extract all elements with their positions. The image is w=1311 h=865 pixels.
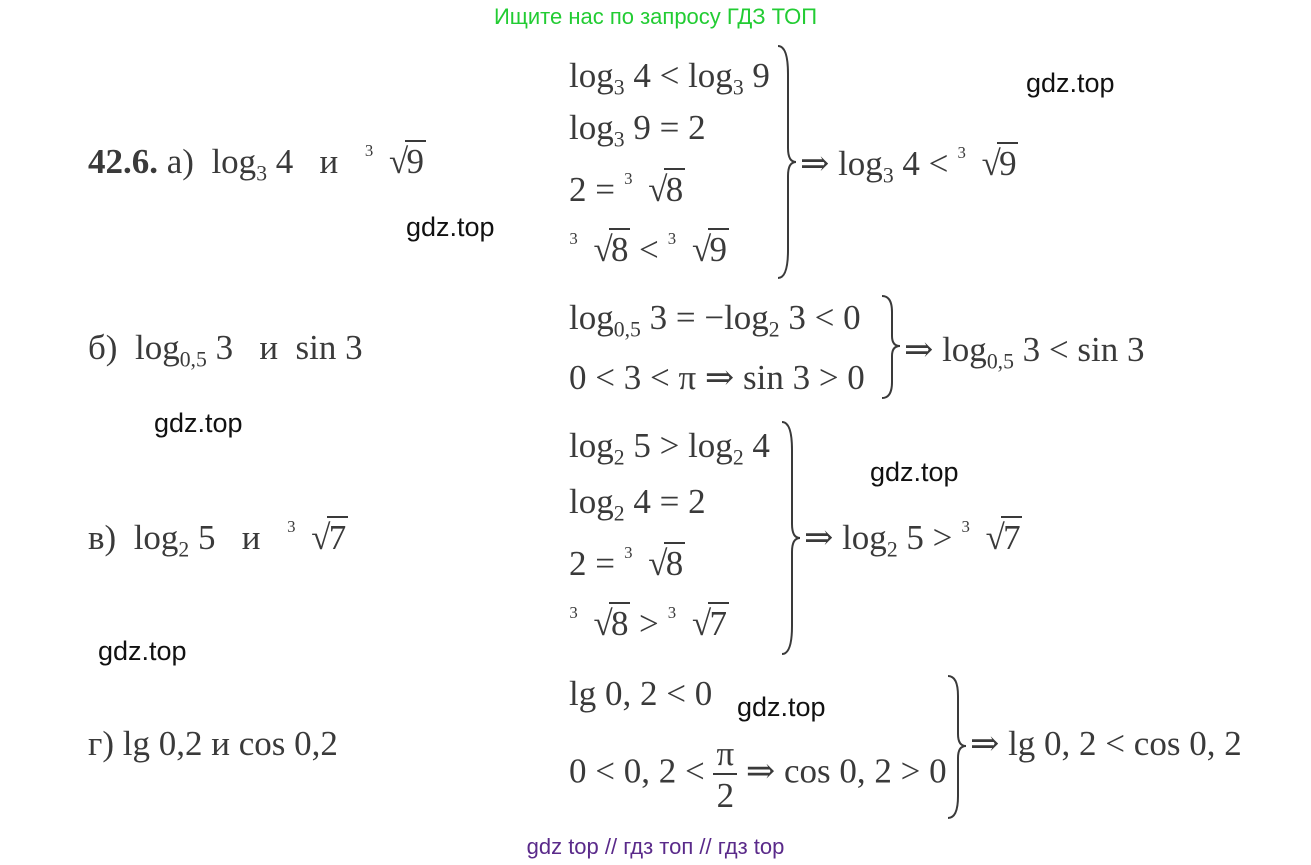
part-c-conclusion: ⇒ log2 5 > 3√7: [804, 516, 1023, 562]
part-label: в): [88, 518, 117, 557]
part-c-statement: в) log2 5 и 3√7: [88, 516, 348, 562]
part-a-line3: 2 = 3√8: [569, 168, 685, 209]
part-label: б): [88, 328, 118, 367]
part-b-line1: log0,5 3 = −log2 3 < 0: [569, 298, 861, 342]
part-a-line2: log3 9 = 2: [569, 108, 706, 152]
part-a-statement: 42.6. а) log3 4 и 3√9: [88, 140, 426, 186]
part-c-line2: log2 4 = 2: [569, 482, 706, 526]
part-b-statement: б) log0,5 3 и sin 3: [88, 328, 363, 372]
part-b-line2: 0 < 3 < π ⇒ sin 3 > 0: [569, 358, 865, 397]
part-d-line1: lg 0, 2 < 0: [569, 674, 713, 713]
right-brace-icon: [947, 675, 967, 819]
part-label: г): [88, 724, 115, 763]
part-a-line1: log3 4 < log3 9: [569, 56, 770, 100]
watermark: gdz.top: [406, 212, 495, 242]
right-brace-icon: [781, 421, 801, 655]
watermark: gdz.top: [154, 408, 243, 438]
cube-root: 3√9: [364, 140, 426, 181]
watermark: gdz.top: [98, 636, 187, 666]
part-d-statement: г) lg 0,2 и cos 0,2: [88, 724, 338, 763]
part-label: а): [166, 142, 194, 181]
problem-number: 42.6.: [88, 142, 158, 181]
part-a-conclusion: ⇒ log3 4 < 3√9: [800, 142, 1019, 188]
part-d-conclusion: ⇒ lg 0, 2 < cos 0, 2: [970, 724, 1242, 763]
watermark: gdz.top: [870, 457, 959, 487]
top-banner: Ищите нас по запросу ГДЗ ТОП: [493, 4, 818, 29]
part-c-line3: 2 = 3√8: [569, 542, 685, 583]
footer-watermark: gdz top // гдз топ // гдз top: [526, 834, 785, 859]
right-brace-icon: [881, 295, 901, 399]
watermark: gdz.top: [737, 692, 826, 722]
part-c-line4: 3√8 > 3√7: [569, 602, 729, 643]
right-brace-icon: [777, 45, 797, 279]
part-a-line4: 3√8 < 3√9: [569, 228, 729, 269]
part-c-line1: log2 5 > log2 4: [569, 426, 770, 470]
watermark: gdz.top: [1026, 68, 1115, 98]
part-b-conclusion: ⇒ log0,5 3 < sin 3: [904, 330, 1145, 374]
